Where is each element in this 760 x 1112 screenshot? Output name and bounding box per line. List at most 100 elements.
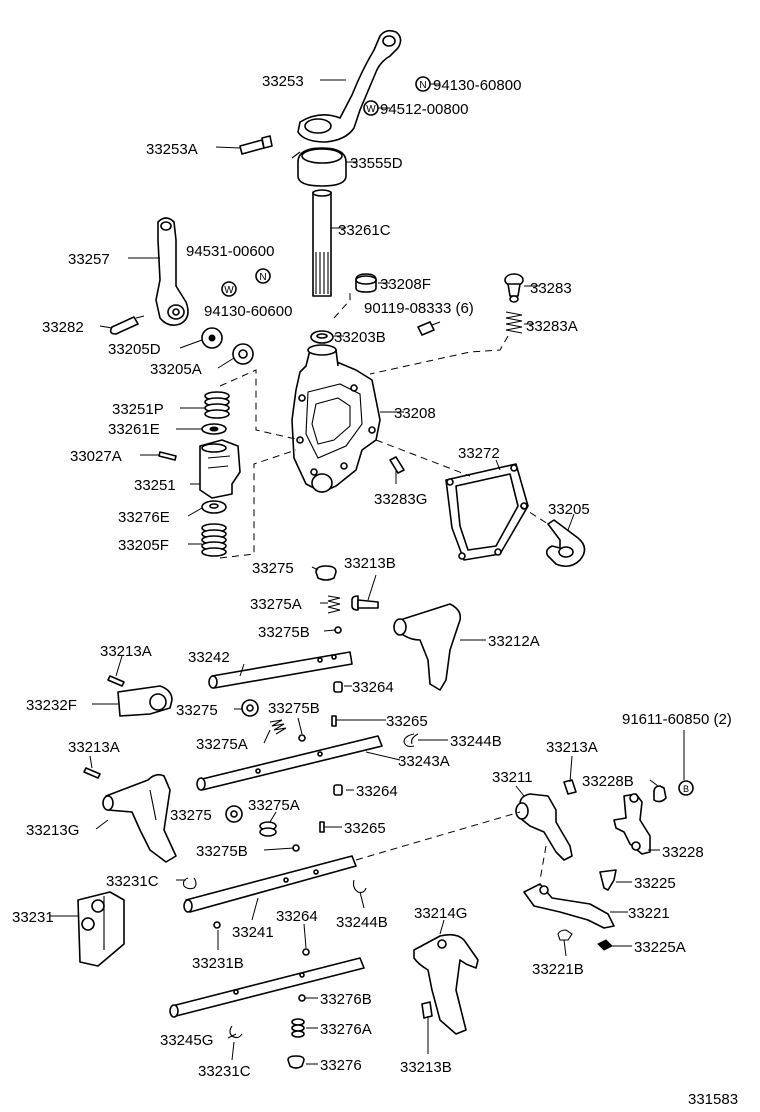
part-labels: 33253 94130-60800 94512-00800 33253A 335… [12,73,738,1108]
interlock-pin-fourth-drawing [319,821,325,833]
part-label: 33203B [334,329,386,346]
detent-cam-drawing [599,869,617,891]
roll-pin-drawing [158,451,177,461]
part-label: 33555D [350,155,403,172]
oil-seal-drawing [232,343,254,365]
part-label: 33275 [176,702,218,719]
spring-bottom-drawing [291,1018,305,1038]
interlock-pin-third-drawing [333,784,343,796]
washer-drawing [201,327,223,349]
shift-housing-drawing [291,344,381,493]
n-marker-icon: N [415,76,431,92]
housing-bolt-drawing [417,321,441,336]
part-label: 33261C [338,222,391,239]
part-label: 33231C [106,873,159,890]
bolt-drawing [239,135,273,155]
part-label: 33211 [492,769,533,786]
assembly-lines [219,292,549,881]
part-label: 33205 [548,501,590,518]
shift-inner-lever-drawing [515,793,573,861]
shift-shaft-lower-drawing [183,855,357,913]
shift-shaft-bottom-drawing [169,957,365,1018]
shift-head-lower-drawing [77,891,125,967]
housing-pin-drawing [389,456,405,474]
part-label: 33275A [250,596,302,613]
part-label: 91611-60850 (2) [622,711,732,728]
w-marker-icon: W [221,281,237,297]
shaft-drawing [312,189,332,297]
svg-text:N: N [259,272,266,283]
part-label: 33264 [352,679,394,696]
n-marker-icon: N [255,268,271,284]
part-label: 33232F [26,697,77,714]
spring-second-drawing [269,719,287,735]
part-label: 33208F [380,276,431,293]
w-marker-icon: W [363,100,379,116]
plug-drawing [355,273,377,293]
part-label: 33264 [276,908,318,925]
part-label: 33244B [450,733,502,750]
part-label: 33221B [532,961,584,978]
part-label: 33276 [320,1057,362,1074]
part-label: 33242 [188,649,230,666]
part-label: 33212A [488,633,540,650]
ball-bottom-drawing [298,994,306,1002]
part-label: 33228 [662,844,704,861]
part-label: 33027A [70,448,122,465]
part-label: 33244B [336,914,388,931]
part-label: 33261E [108,421,160,438]
spring-pin-right-drawing [563,779,577,795]
spring-pin-left-drawing [83,767,101,779]
part-label: 33272 [458,445,500,462]
part-label: 33225 [634,875,676,892]
shift-head-drawing [117,685,173,717]
part-label: 33283A [526,318,578,335]
part-label: 33245G [160,1032,213,1049]
spring-third-drawing [259,821,277,837]
part-label: 33264 [356,783,398,800]
part-label: 33214G [414,905,467,922]
part-label: 33213G [26,822,79,839]
part-label: 33283 [530,280,572,297]
bushing-small-drawing [653,785,667,803]
part-label: 33275B [196,843,248,860]
part-label: 33251P [112,401,164,418]
shift-shaft-drawing [208,651,353,689]
snap-ring-small-drawing [557,929,573,941]
snap-ring-right-drawing [352,879,367,894]
shift-block-drawing [199,439,241,499]
plug-bottom-drawing [287,1055,305,1069]
part-label: 33213A [546,739,598,756]
detent-spring-drawing [505,311,523,334]
clip-drawing [597,939,613,951]
part-label: 33221 [628,905,670,922]
shift-lever-arm-drawing [297,29,402,143]
screw-drawing [351,595,379,611]
part-label: 33231C [198,1063,251,1080]
part-label: 94130-60800 [433,77,521,94]
select-lever-drawing [523,883,615,929]
part-label: 33275A [248,797,300,814]
snap-ring-drawing [403,733,419,748]
part-label: 33265 [344,820,386,837]
svg-text:N: N [419,80,426,91]
part-label: 33241 [232,924,274,941]
lower-spring-drawing [201,523,227,557]
part-label: 33231 [12,909,54,926]
spring-seat-lower-drawing [201,500,227,514]
ball-lower-2-drawing [302,948,310,956]
part-label: 33205A [150,361,202,378]
svg-text:B: B [683,784,689,794]
part-label: 33253A [146,141,198,158]
part-label: 33243A [398,753,450,770]
roll-pin-lower-drawing [421,1001,433,1019]
spring-pin-drawing [107,675,125,687]
shift-shaft-long-drawing [196,735,383,791]
part-label: 33205F [118,537,169,554]
part-label: 33275A [196,736,248,753]
part-label: 33275 [170,807,212,824]
part-label: 94531-00600 [186,243,274,260]
interlock-pin-second-drawing [331,715,337,727]
part-label: 33265 [386,713,428,730]
